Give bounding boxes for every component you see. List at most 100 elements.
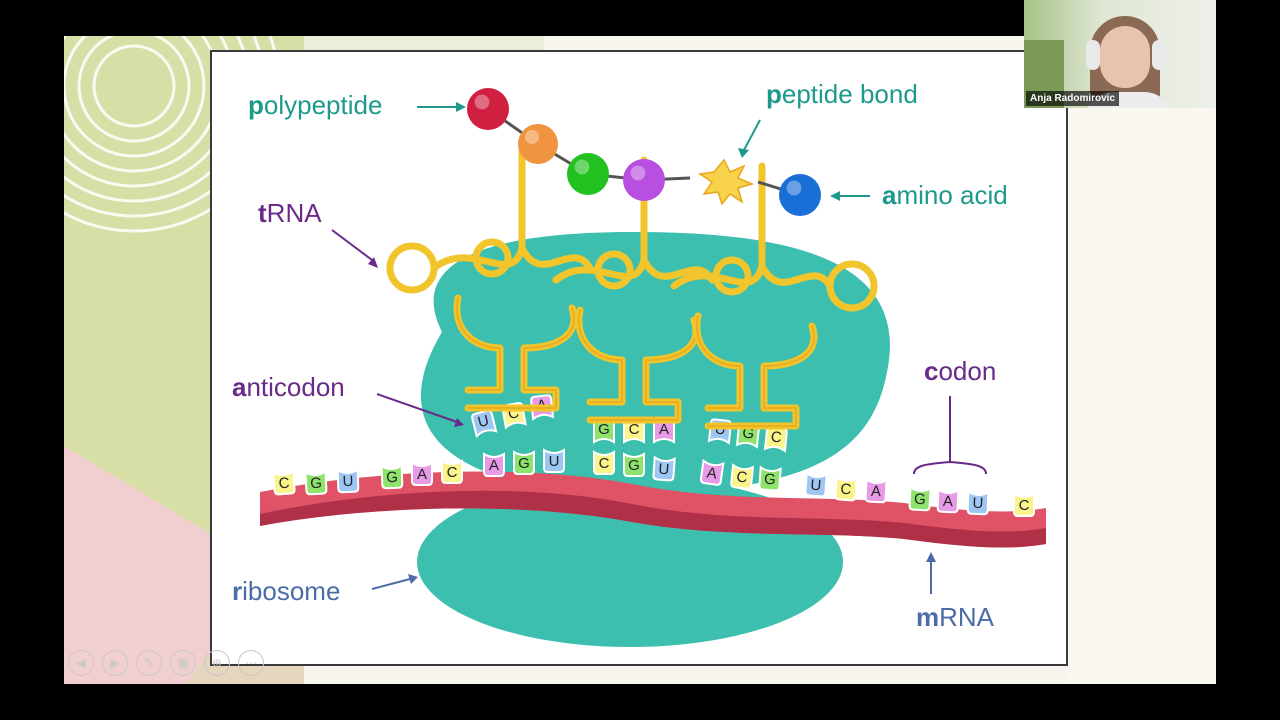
more-options-icon[interactable]: ⋯	[238, 650, 264, 676]
nucleotide-base: C	[441, 459, 463, 484]
amino-acids	[467, 88, 821, 216]
nucleotide-base: C	[763, 426, 788, 453]
base-letter: U	[549, 453, 560, 470]
nucleotide-base: U	[336, 467, 360, 494]
zoom-icon[interactable]: ⊕	[204, 650, 230, 676]
headphones-left	[1086, 40, 1100, 70]
amino-acid	[779, 174, 821, 216]
base-letter: G	[518, 455, 530, 472]
pen-tool-icon[interactable]: ✎	[136, 650, 162, 676]
base-letter: U	[972, 495, 983, 512]
base-letter: G	[598, 421, 610, 438]
base-letter: U	[342, 473, 353, 490]
headphones-right	[1152, 40, 1166, 70]
amino-acid	[467, 88, 509, 130]
nucleotide-base: U	[471, 409, 498, 439]
label-initial: m	[916, 602, 940, 632]
slide-background-right	[1068, 106, 1216, 684]
nucleotide-base: C	[272, 469, 296, 496]
nucleotide-base: U	[652, 455, 676, 482]
label-rest: odon	[938, 356, 997, 386]
nucleotide-base: G	[513, 450, 535, 475]
label-rest: RNA	[266, 198, 322, 228]
presenter-face	[1100, 26, 1150, 88]
label-rest: ibosome	[242, 576, 341, 606]
amino-acid	[623, 159, 665, 201]
label-rest: eptide bond	[781, 79, 918, 109]
label-mrna: mRNA	[916, 602, 994, 633]
presenter-webcam: Anja Radomirovic	[1024, 0, 1216, 108]
label-rest: RNA	[939, 602, 995, 632]
label-initial: c	[924, 356, 939, 386]
base-letter: A	[870, 483, 881, 501]
base-letter: U	[476, 412, 491, 431]
base-letter: C	[629, 421, 640, 438]
base-letter: U	[658, 461, 670, 479]
label-polypeptide: polypeptide	[248, 90, 382, 121]
base-letter: A	[706, 464, 718, 482]
label-ribosome: ribosome	[232, 576, 340, 607]
nucleotide-base: A	[483, 452, 505, 477]
nucleotide-base: A	[936, 487, 960, 514]
base-letter: G	[386, 469, 398, 486]
nucleotide-base: C	[730, 463, 755, 490]
trna-molecule	[670, 162, 878, 430]
nucleotide-base: U	[966, 489, 990, 516]
base-letter: G	[310, 475, 323, 493]
base-letter: A	[489, 457, 499, 474]
base-letter: U	[810, 477, 822, 495]
base-letter: C	[278, 475, 290, 493]
presenter-name: Anja Radomirovic	[1026, 91, 1120, 106]
base-letter: G	[763, 471, 776, 489]
label-initial: p	[766, 79, 782, 109]
base-letter: A	[417, 466, 427, 483]
label-initial: a	[232, 372, 247, 402]
nucleotide-base: A	[864, 477, 888, 504]
nucleotide-base: G	[908, 485, 932, 512]
nucleotide-base: G	[623, 452, 645, 477]
nucleotide-base: A	[411, 461, 433, 486]
base-letter: C	[736, 468, 749, 486]
label-initial: a	[882, 180, 897, 210]
nucleotide-base: C	[593, 450, 615, 475]
trna-molecule	[386, 144, 594, 412]
base-letter: G	[628, 457, 640, 474]
base-letter: C	[447, 464, 458, 481]
slide-grid-icon[interactable]: ▦	[170, 650, 196, 676]
base-letter: C	[840, 481, 852, 499]
prev-slide-button[interactable]: ◀	[68, 650, 94, 676]
amino-acid	[567, 153, 609, 195]
nucleotide-base: G	[304, 469, 328, 496]
base-letter: G	[914, 491, 927, 509]
nucleotide-base: U	[543, 448, 565, 473]
label-amino-acid: amino acid	[882, 180, 1008, 211]
next-slide-button[interactable]: ▶	[102, 650, 128, 676]
label-rest: nticodon	[246, 372, 345, 402]
peptide-bond-star	[697, 158, 755, 206]
trna-molecules	[386, 144, 878, 430]
label-anticodon: anticodon	[232, 372, 345, 403]
label-initial: p	[248, 90, 264, 120]
base-letter: C	[1019, 497, 1030, 514]
nucleotide-base: C	[834, 475, 858, 502]
label-initial: t	[258, 198, 267, 228]
base-letter: A	[943, 493, 954, 510]
amino-acid	[518, 124, 558, 164]
label-trna: tRNA	[258, 198, 322, 229]
label-rest: mino acid	[896, 180, 1008, 210]
nucleotide-base: C	[1013, 492, 1035, 517]
base-letter: C	[770, 428, 783, 446]
label-rest: olypeptide	[263, 90, 383, 120]
nucleotide-base: A	[699, 458, 725, 486]
trna-molecule	[552, 156, 716, 424]
label-codon: codon	[924, 356, 996, 387]
label-peptide-bond: peptide bond	[766, 79, 918, 110]
base-letter: C	[599, 455, 610, 472]
base-letter: A	[659, 421, 669, 438]
label-arrows	[331, 102, 987, 594]
nucleotide-base: G	[380, 463, 404, 490]
nucleotide-base: G	[758, 465, 782, 492]
